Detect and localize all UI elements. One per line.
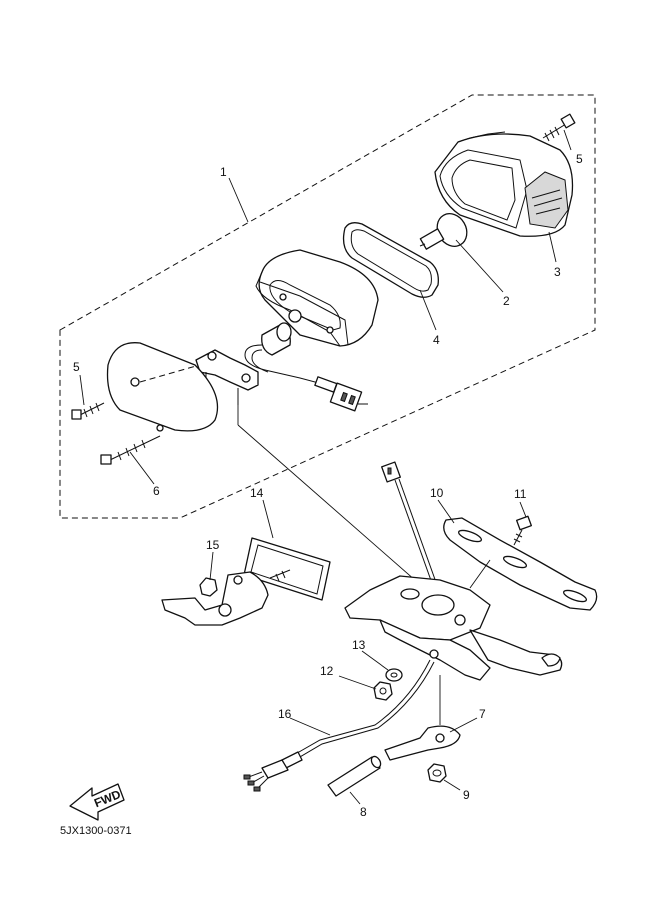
screw-left	[71, 402, 105, 420]
reflector-bracket	[161, 569, 291, 626]
stay-plate	[384, 725, 461, 761]
callout-15: 15	[206, 538, 220, 552]
lens-gasket	[342, 222, 439, 298]
callout-12: 12	[320, 664, 334, 678]
callout-5-left: 5	[73, 360, 80, 374]
wire-harness	[243, 659, 441, 792]
cover-bracket	[195, 349, 259, 405]
bracket-plate	[443, 517, 598, 611]
light-housing	[255, 249, 379, 347]
callout-5-upper: 5	[576, 152, 583, 166]
nut-12	[373, 681, 393, 701]
callout-1: 1	[220, 165, 227, 179]
callout-13: 13	[352, 638, 366, 652]
screw-long	[100, 435, 161, 465]
callout-10: 10	[430, 486, 444, 500]
reflector	[243, 537, 331, 601]
assembly-boundary	[59, 94, 596, 519]
washer-13	[385, 668, 403, 682]
callout-16: 16	[278, 707, 292, 721]
light-cover	[106, 342, 219, 432]
fwd-arrow: FWD	[69, 783, 125, 821]
rear-bracket	[344, 575, 563, 681]
callout-6: 6	[153, 484, 160, 498]
tail-light-lens	[434, 131, 574, 237]
callout-3: 3	[554, 265, 561, 279]
callout-4: 4	[433, 333, 440, 347]
nut-9	[427, 763, 447, 783]
callout-2: 2	[503, 294, 510, 308]
socket-wire	[244, 322, 368, 412]
callout-8: 8	[360, 805, 367, 819]
callout-14: 14	[250, 486, 264, 500]
screw-upper	[542, 113, 576, 142]
bolt-11	[513, 515, 532, 546]
nut-15	[199, 577, 218, 597]
tube	[327, 755, 382, 797]
callout-7: 7	[479, 707, 486, 721]
callout-9: 9	[463, 788, 470, 802]
bulb	[419, 213, 468, 250]
callout-11: 11	[514, 487, 527, 501]
catalog-code: 5JX1300-0371	[60, 825, 132, 837]
